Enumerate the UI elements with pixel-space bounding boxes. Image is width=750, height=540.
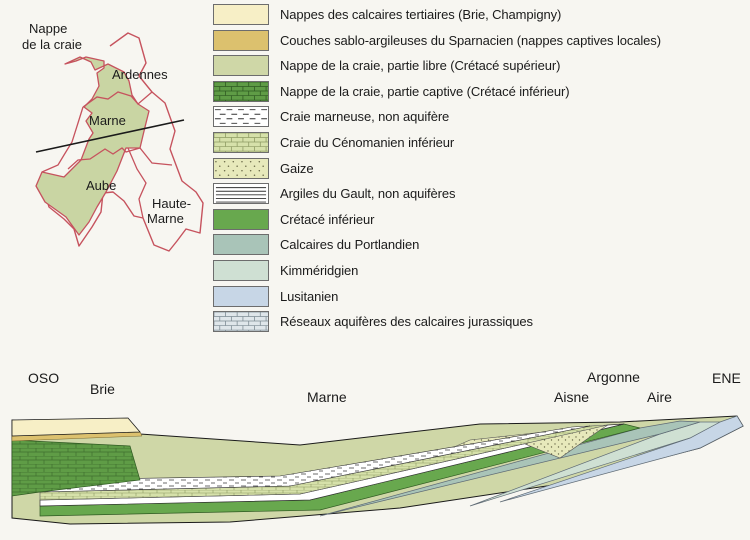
location-map [35, 32, 204, 252]
legend-label: Réseaux aquifères des calcaires jurassiq… [280, 314, 533, 330]
legend-item: Nappes des calcaires tertiaires (Brie, C… [213, 2, 749, 28]
legend-item: Gaize [213, 156, 749, 182]
legend-label: Gaize [280, 160, 314, 176]
legend-item: Réseaux aquifères des calcaires jurassiq… [213, 309, 749, 335]
legend-item: Craie marneuse, non aquifère [213, 104, 749, 130]
legend-item: Nappe de la craie, partie libre (Crétacé… [213, 53, 749, 79]
legend-swatch [213, 259, 269, 281]
legend-item: Argiles du Gault, non aquifères [213, 181, 749, 207]
legend-label: Craie du Cénomanien inférieur [280, 134, 455, 150]
department-boundary-marne-aube [67, 147, 173, 170]
legend-label: Crétacé inférieur [280, 211, 375, 227]
label-ardennes: Ardennes [112, 67, 168, 82]
label-aire: Aire [647, 389, 672, 405]
legend-item: Lusitanien [213, 284, 749, 310]
legend-swatch [213, 29, 269, 51]
label-brie: Brie [90, 381, 115, 397]
label-aube: Aube [86, 178, 117, 193]
legend-swatch [213, 157, 269, 179]
label-aisne: Aisne [554, 389, 590, 405]
legend-swatch [213, 4, 269, 25]
legend-swatch [213, 311, 269, 333]
map-title-line2: de la craie [22, 37, 82, 52]
legend-swatch [213, 285, 269, 307]
legend-item: Couches sablo-argileuses du Sparnacien (… [213, 28, 749, 54]
legend-swatch [213, 208, 269, 230]
legend-label: Kimméridgien [280, 262, 359, 278]
legend-label: Couches sablo-argileuses du Sparnacien (… [280, 32, 661, 48]
legend-label: Argiles du Gault, non aquifères [280, 186, 456, 202]
department-boundary-ardennes-marne [82, 91, 153, 108]
geological-cross-section [11, 415, 744, 525]
label-oso: OSO [28, 370, 60, 386]
department-outline [43, 32, 204, 252]
map-title-line1: Nappe [29, 21, 68, 36]
department-boundary-west [41, 106, 84, 173]
legend-item: Kimméridgien [213, 258, 749, 284]
label-ene: ENE [712, 370, 741, 386]
label-haute-marne-line1: Haute- [152, 196, 192, 211]
legend-swatch [213, 80, 269, 102]
legend-swatch [213, 131, 269, 153]
layer-calcaires-tertiaires [11, 417, 141, 437]
label-marne-section: Marne [307, 389, 347, 405]
layer-portlandien [319, 420, 701, 517]
cross-section-line [35, 119, 185, 153]
legend-label: Nappe de la craie, partie libre (Crétacé… [280, 58, 561, 74]
legend-item: Craie du Cénomanien inférieur [213, 130, 749, 156]
layer-kimmeridgien [469, 421, 721, 507]
legend-label: Calcaires du Portlandien [280, 237, 420, 253]
label-argonne: Argonne [587, 369, 640, 385]
legend-item: Crétacé inférieur [213, 207, 749, 233]
chalk-aquifer-area [35, 56, 150, 236]
legend-label: Nappe de la craie, partie captive (Créta… [280, 83, 570, 99]
legend-label: Lusitanien [280, 288, 339, 304]
legend-label: Craie marneuse, non aquifère [280, 109, 450, 125]
label-haute-marne-line2: Marne [147, 211, 184, 226]
label-marne: Marne [89, 113, 126, 128]
legend-item: Nappe de la craie, partie captive (Créta… [213, 79, 749, 105]
legend-swatch [213, 183, 269, 205]
layer-craie-captive [11, 439, 141, 497]
legend-swatch [213, 106, 269, 128]
legend: Nappes des calcaires tertiaires (Brie, C… [213, 2, 749, 335]
legend-swatch [213, 234, 269, 256]
legend-label: Nappes des calcaires tertiaires (Brie, C… [280, 7, 562, 22]
department-boundary-aube-hautemarne [127, 147, 147, 219]
legend-item: Calcaires du Portlandien [213, 232, 749, 258]
legend-swatch [213, 55, 269, 77]
